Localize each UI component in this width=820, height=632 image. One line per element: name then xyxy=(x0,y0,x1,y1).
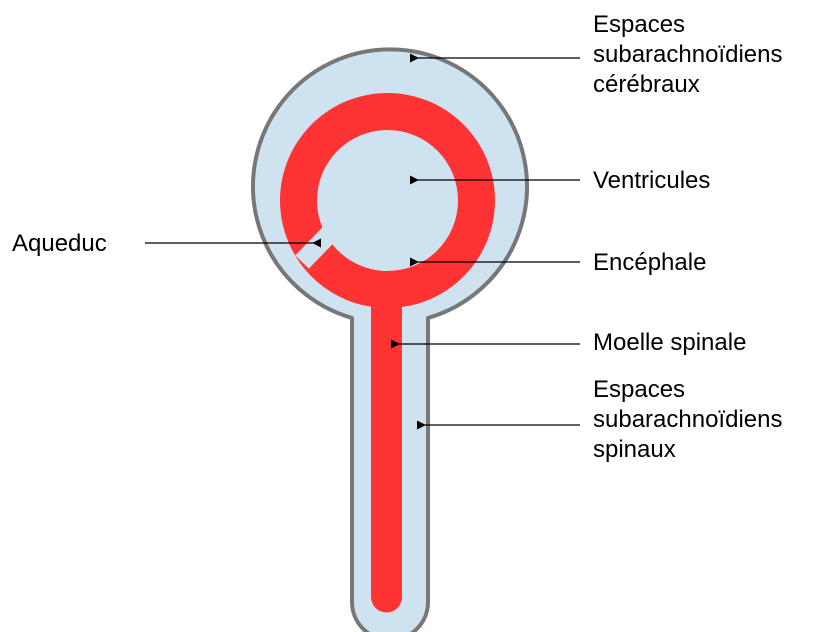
label-brain-text: Encéphale xyxy=(593,248,706,278)
label-cerebral-spaces-line3: cérébraux xyxy=(593,70,782,100)
label-ventricles: Ventricules xyxy=(593,166,710,196)
label-brain: Encéphale xyxy=(593,248,706,278)
label-cerebral-spaces-line2: subarachnoïdiens xyxy=(593,40,782,70)
label-spinal-spaces: Espaces subarachnoïdiens spinaux xyxy=(593,375,782,465)
label-ventricles-text: Ventricules xyxy=(593,166,710,196)
spinal-cord xyxy=(371,282,402,613)
label-cerebral-spaces-line1: Espaces xyxy=(593,10,782,40)
label-spinal-cord: Moelle spinale xyxy=(593,328,746,358)
label-spinal-cord-text: Moelle spinale xyxy=(593,328,746,358)
label-aqueduct-text: Aqueduc xyxy=(12,229,107,259)
label-cerebral-spaces: Espaces subarachnoïdiens cérébraux xyxy=(593,10,782,100)
label-spinal-spaces-line2: subarachnoïdiens xyxy=(593,405,782,435)
label-aqueduct: Aqueduc xyxy=(12,229,107,259)
label-spinal-spaces-line3: spinaux xyxy=(593,435,782,465)
label-spinal-spaces-line1: Espaces xyxy=(593,375,782,405)
